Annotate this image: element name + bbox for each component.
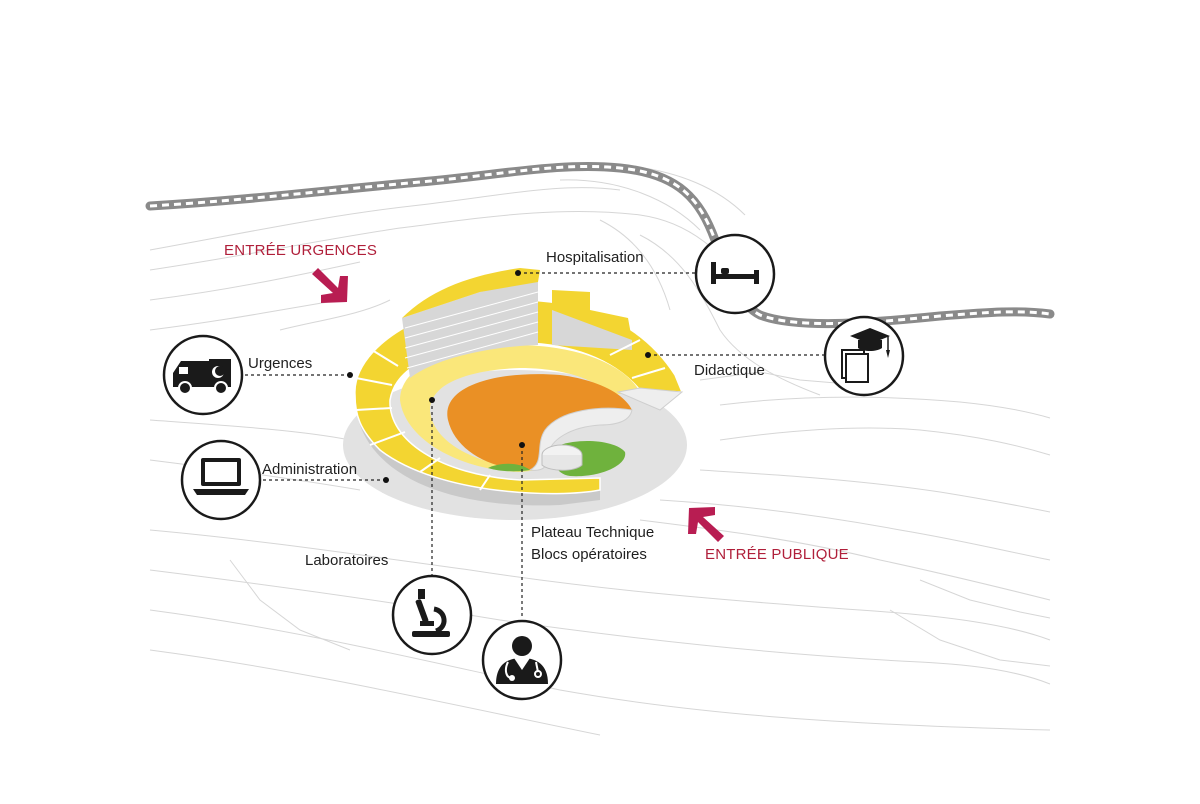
graduation-books-icon — [823, 315, 905, 397]
outer-facade — [355, 395, 600, 506]
dot-hospitalisation — [515, 270, 521, 276]
didactique-wing-facade — [552, 310, 632, 350]
laptop-icon — [180, 439, 262, 521]
tower-facade-lines — [404, 291, 539, 369]
tower-facade — [402, 278, 538, 378]
dot-urgences — [347, 372, 353, 378]
plateau-technique-line1: Plateau Technique — [531, 524, 655, 541]
entree-urgences-label: ENTRÉE URGENCES — [224, 242, 378, 259]
plateau-technique-roof — [447, 374, 632, 470]
didactique-label: Didactique — [694, 362, 765, 379]
ring-segment-lines — [355, 339, 666, 491]
cylinder-side — [541, 455, 583, 471]
entree-urgences-arrow — [312, 268, 348, 303]
leader-lines — [232, 272, 830, 618]
dot-administration — [383, 477, 389, 483]
entree-publique-label: ENTRÉE PUBLIQUE — [705, 546, 849, 563]
ambulance-icon — [162, 334, 244, 416]
microscope-icon — [391, 574, 473, 656]
tower-roof — [402, 268, 540, 318]
bed-icon — [694, 233, 776, 315]
entree-publique-arrow — [688, 507, 724, 542]
plateau-technique-line2: Blocs opératoires — [531, 546, 647, 563]
hospital-building — [343, 268, 687, 520]
inner-ring — [400, 345, 640, 472]
doctor-icon — [481, 619, 563, 701]
dot-didactique — [645, 352, 651, 358]
ring-end-wall — [616, 387, 684, 411]
dot-laboratoires — [429, 397, 435, 403]
plateau-technique-label: Plateau Technique Blocs opératoires — [531, 522, 654, 566]
leader-dots — [347, 270, 651, 483]
hospitalisation-label: Hospitalisation — [546, 249, 644, 266]
garden-patch-small — [488, 463, 530, 472]
administration-label: Administration — [262, 461, 358, 478]
road-network — [145, 161, 1055, 329]
laboratoires-label: Laboratoires — [305, 552, 389, 569]
urgences-label: Urgences — [248, 355, 313, 372]
dot-plateau — [519, 442, 525, 448]
